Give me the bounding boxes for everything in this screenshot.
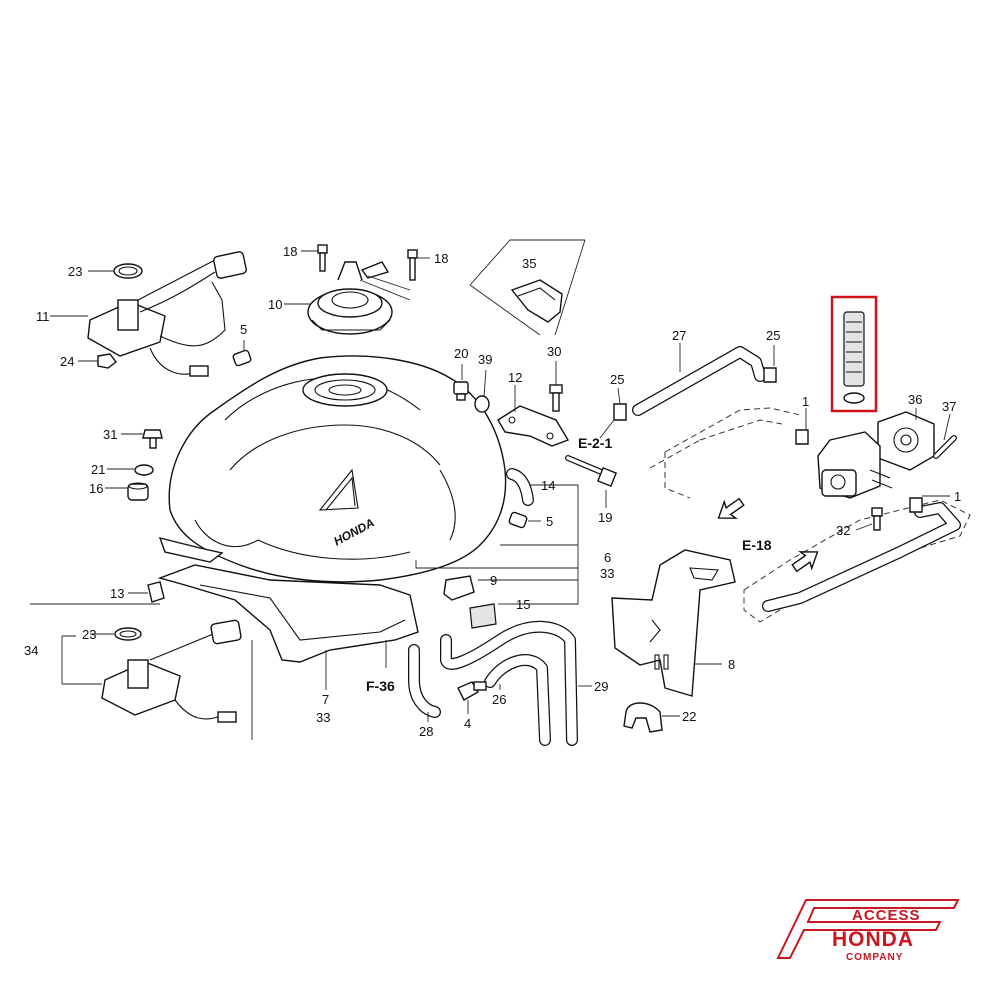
label-27[interactable]: 27 — [672, 328, 686, 343]
label-29[interactable]: 29 — [594, 679, 608, 694]
hose-route-lower — [743, 499, 971, 623]
ref-e-2-1[interactable]: E-2-1 — [578, 435, 612, 451]
clip-25-left[interactable] — [613, 403, 627, 421]
label-13[interactable]: 13 — [110, 586, 124, 601]
label-34[interactable]: 34 — [24, 643, 38, 658]
clip-13[interactable] — [147, 581, 165, 603]
rubber-9[interactable] — [443, 575, 475, 601]
ref-e-18[interactable]: E-18 — [742, 537, 772, 553]
part-labels: 23 11 24 18 18 10 5 35 31 21 16 13 20 39… — [24, 244, 961, 739]
label-5-left[interactable]: 5 — [240, 322, 247, 337]
label-23-top[interactable]: 23 — [68, 264, 82, 279]
label-4[interactable]: 4 — [464, 716, 471, 731]
label-25-right[interactable]: 25 — [766, 328, 780, 343]
pad-15[interactable] — [469, 603, 497, 629]
label-11[interactable]: 11 — [36, 309, 50, 324]
label-8[interactable]: 8 — [728, 657, 735, 672]
arrow-e18-right — [791, 551, 819, 573]
solenoid-valve-36[interactable] — [877, 411, 935, 471]
label-25-left[interactable]: 25 — [610, 372, 624, 387]
bracket-35-box — [469, 239, 586, 336]
hose-1-lower[interactable] — [762, 502, 961, 612]
arrow-e18-left — [717, 497, 745, 519]
logo-line1: ACCESS — [852, 907, 921, 924]
label-30[interactable]: 30 — [547, 344, 561, 359]
collar-5-left[interactable] — [232, 349, 252, 367]
bolt-18-left[interactable] — [317, 244, 328, 272]
label-5-right[interactable]: 5 — [546, 514, 553, 529]
label-19[interactable]: 19 — [598, 510, 612, 525]
label-20[interactable]: 20 — [454, 346, 468, 361]
label-15[interactable]: 15 — [516, 597, 530, 612]
label-14[interactable]: 14 — [541, 478, 555, 493]
label-21[interactable]: 21 — [91, 462, 105, 477]
bolt-19[interactable] — [565, 455, 618, 488]
label-32[interactable]: 32 — [836, 523, 850, 538]
fuel-pump-assembly[interactable] — [87, 251, 247, 377]
label-24[interactable]: 24 — [60, 354, 74, 369]
hose-26[interactable] — [484, 654, 551, 746]
clamp-22[interactable] — [623, 702, 663, 733]
hose-14[interactable] — [506, 468, 534, 506]
label-6[interactable]: 6 — [604, 550, 611, 565]
leader-lines — [50, 250, 951, 722]
bolt-18-right[interactable] — [407, 249, 418, 281]
washer-39[interactable] — [474, 395, 490, 413]
label-37[interactable]: 37 — [942, 399, 956, 414]
bracket-12[interactable] — [497, 405, 570, 447]
hose-route-upper — [649, 407, 801, 499]
bolt-30[interactable] — [549, 384, 563, 412]
washer-21[interactable] — [134, 464, 154, 476]
label-10[interactable]: 10 — [268, 297, 282, 312]
fuel-pump-alt-assembly[interactable] — [101, 619, 242, 723]
reference-callouts: E-2-1 E-18 F-36 — [366, 435, 772, 694]
bolt-31[interactable] — [142, 429, 163, 449]
label-18-left[interactable]: 18 — [283, 244, 297, 259]
label-9[interactable]: 9 — [490, 573, 497, 588]
fuel-cap[interactable] — [307, 261, 393, 335]
nut-24[interactable] — [97, 353, 117, 369]
label-33-left[interactable]: 33 — [316, 710, 330, 725]
valve-body[interactable] — [817, 431, 893, 499]
bolt-20[interactable] — [453, 381, 469, 401]
label-23-bottom[interactable]: 23 — [82, 627, 96, 642]
hose-29[interactable] — [440, 620, 578, 746]
bolt-37[interactable] — [933, 435, 957, 459]
label-39[interactable]: 39 — [478, 352, 492, 367]
hose-1-upper-clip[interactable] — [795, 429, 809, 445]
label-1-lower[interactable]: 1 — [954, 489, 961, 504]
fuel-filter-highlighted[interactable] — [830, 295, 878, 413]
joint-4[interactable] — [457, 681, 487, 701]
label-7[interactable]: 7 — [322, 692, 329, 707]
bracket-8[interactable] — [611, 549, 736, 697]
label-16[interactable]: 16 — [89, 481, 103, 496]
hose-27[interactable] — [632, 346, 766, 416]
ref-f-36[interactable]: F-36 — [366, 678, 395, 694]
label-12[interactable]: 12 — [508, 370, 522, 385]
hose-28[interactable] — [408, 644, 441, 718]
logo-line2: HONDA — [832, 928, 914, 951]
pump-panel-border — [30, 603, 253, 740]
collar-5-right[interactable] — [508, 511, 528, 529]
bolt-32[interactable] — [871, 507, 883, 531]
label-33-right[interactable]: 33 — [600, 566, 614, 581]
clip-1-lower[interactable] — [909, 497, 923, 513]
o-ring-23-top[interactable] — [113, 263, 143, 279]
fuel-tank[interactable]: HONDA — [157, 355, 507, 663]
access-honda-logo: ACCESS HONDA COMPANY — [776, 899, 960, 963]
label-36[interactable]: 36 — [908, 392, 922, 407]
logo-line3: COMPANY — [846, 952, 903, 963]
label-26[interactable]: 26 — [492, 692, 506, 707]
label-1-upper[interactable]: 1 — [802, 394, 809, 409]
clip-25-right[interactable] — [763, 367, 777, 383]
label-35[interactable]: 35 — [522, 256, 536, 271]
grommet-16[interactable] — [127, 482, 149, 501]
o-ring-23-bottom[interactable] — [114, 627, 142, 641]
label-22[interactable]: 22 — [682, 709, 696, 724]
label-18-right[interactable]: 18 — [434, 251, 448, 266]
label-31[interactable]: 31 — [103, 427, 117, 442]
label-28[interactable]: 28 — [419, 724, 433, 739]
